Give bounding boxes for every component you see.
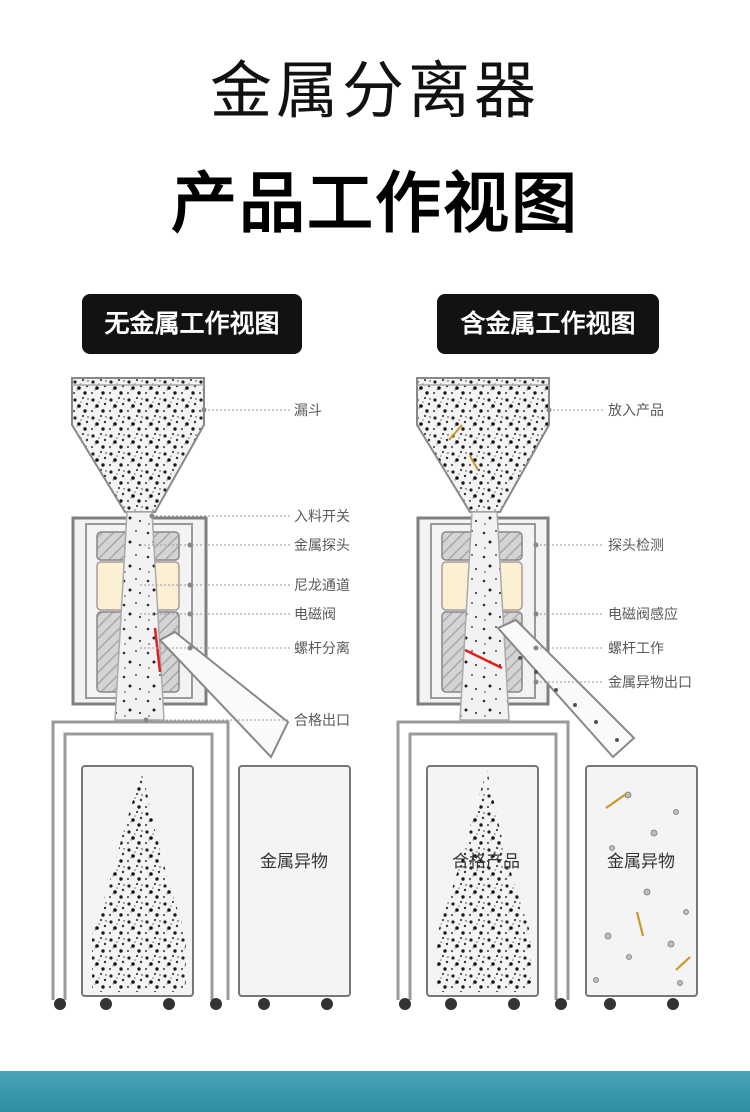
right-machine: 合格产品 金属异物 [396, 377, 698, 1010]
label-screw-separation: 螺杆分离 [294, 640, 350, 657]
label-metal-outlet: 金属异物出口 [608, 675, 692, 691]
with-metal-view-badge: 含金属工作视图 [437, 294, 659, 354]
label-screw-working: 螺杆工作 [608, 641, 664, 657]
label-qualified-outlet: 合格出口 [294, 713, 350, 729]
label-feed-switch: 入料开关 [294, 509, 350, 525]
right-lever [464, 648, 503, 670]
right-chute [496, 618, 636, 759]
right-tube [459, 511, 510, 721]
right-inner-frame [408, 732, 558, 1000]
label-valve-sense: 电磁阀感应 [608, 606, 678, 623]
metal-debris [593, 791, 689, 986]
left-machine: 金属异物 漏斗 入料开关 金属探头 尼龙通道 [51, 377, 351, 1010]
right-metal-bin-label: 金属异物 [607, 852, 675, 872]
left-product-pile [92, 770, 186, 992]
label-place-product: 放入产品 [608, 403, 664, 419]
main-title: 金属分离器 [209, 54, 540, 127]
label-nylon-channel: 尼龙通道 [294, 578, 350, 594]
sub-title: 产品工作视图 [171, 165, 579, 242]
label-probe-detect: 探头检测 [608, 538, 664, 554]
right-outer-frame [396, 720, 570, 1000]
left-metal-bin-label: 金属异物 [260, 852, 328, 872]
label-solenoid-valve: 电磁阀 [294, 607, 336, 623]
no-metal-view-badge: 无金属工作视图 [82, 294, 302, 354]
left-outer-frame [51, 720, 230, 1000]
left-inner-frame [63, 732, 214, 1000]
right-hopper [416, 377, 550, 513]
footer-band [0, 1071, 750, 1112]
label-metal-probe: 金属探头 [294, 538, 350, 554]
label-hopper: 漏斗 [294, 403, 322, 419]
left-metal-bin [238, 765, 351, 997]
left-lever [153, 627, 162, 673]
right-product-bin-label: 合格产品 [452, 852, 520, 872]
right-product-pile [437, 770, 531, 992]
left-chute [158, 630, 290, 759]
left-hopper [71, 377, 205, 513]
right-metal-bin [585, 765, 698, 997]
